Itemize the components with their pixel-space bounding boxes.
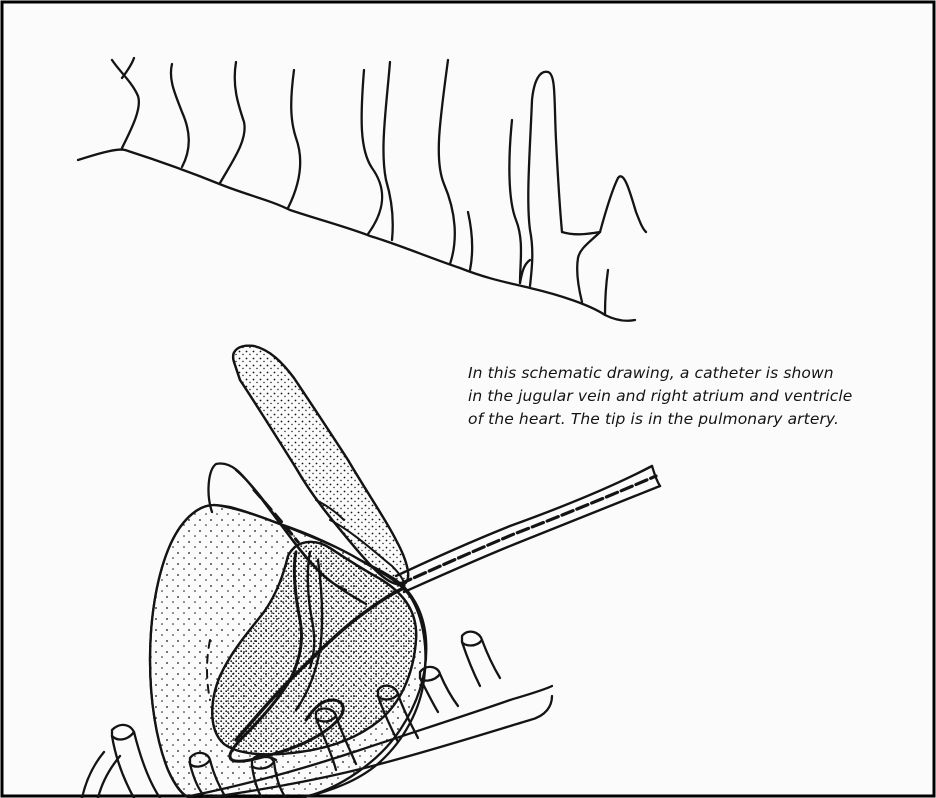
caption-line-1: In this schematic drawing, a catheter is… bbox=[468, 362, 908, 385]
spine-ventral-line bbox=[78, 150, 635, 321]
vertebral-column bbox=[78, 58, 646, 321]
caption-line-2: in the jugular vein and right atrium and… bbox=[468, 385, 908, 408]
catheter-external bbox=[396, 466, 660, 592]
figure-caption: In this schematic drawing, a catheter is… bbox=[468, 362, 908, 431]
caption-line-3: of the heart. The tip is in the pulmonar… bbox=[468, 408, 908, 431]
